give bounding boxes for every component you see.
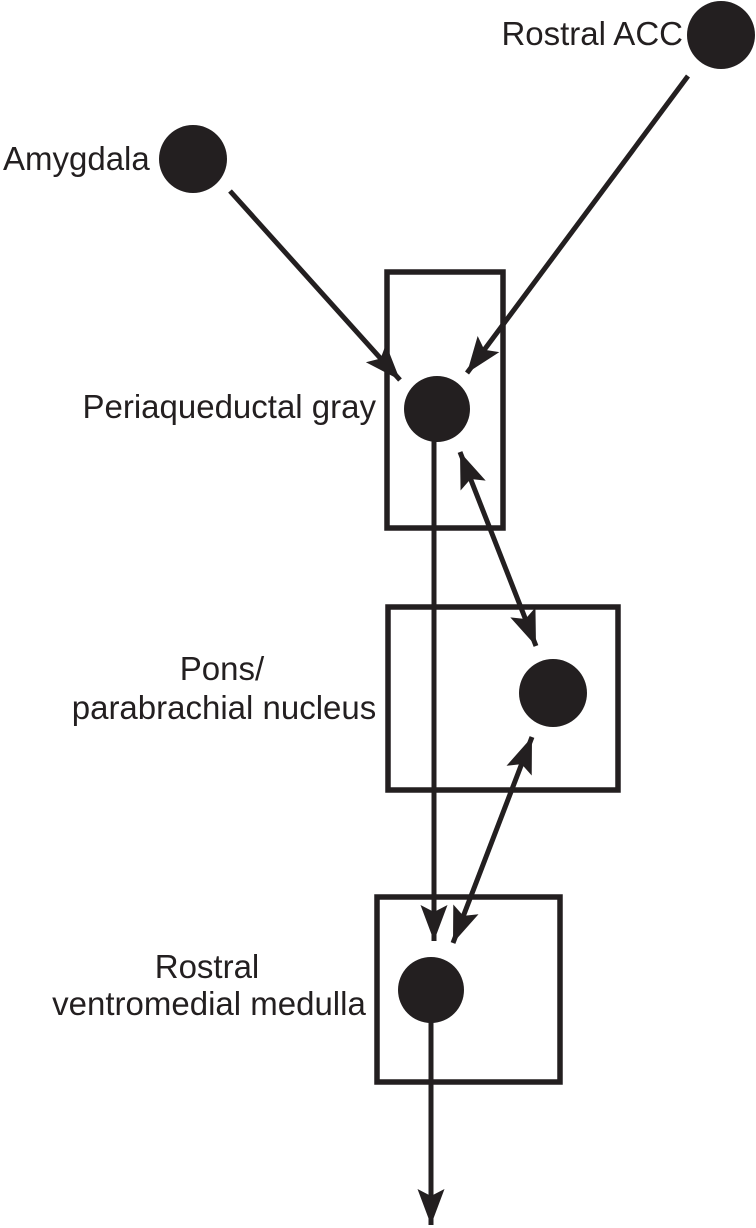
periaqueductal-gray-label: Periaqueductal gray bbox=[82, 388, 376, 425]
amygdala-node bbox=[159, 125, 227, 193]
periaqueductal-gray-node bbox=[404, 376, 470, 442]
edge-pag-pons-bidirectional-arrow bbox=[457, 451, 539, 647]
pons-label-line2: parabrachial nucleus bbox=[72, 689, 377, 726]
amygdala-label: Amygdala bbox=[3, 140, 150, 177]
rostral-acc-node bbox=[687, 1, 755, 69]
edge-amygdala-to-pag-arrow bbox=[228, 189, 402, 382]
rostral-acc-label: Rostral ACC bbox=[501, 15, 683, 52]
pons-label-line1: Pons/ bbox=[180, 650, 265, 687]
edge-pons-rvm-bidirectional-arrow bbox=[450, 736, 535, 944]
rostral-ventromedial-medulla-node bbox=[398, 957, 464, 1023]
periaqueductal-gray-box bbox=[384, 269, 506, 531]
pons-parabrachial-node bbox=[519, 659, 587, 727]
edge-rostral-acc-to-pag-arrow bbox=[464, 74, 691, 375]
rvm-label-line2: ventromedial medulla bbox=[52, 985, 366, 1022]
rvm-label-line1: Rostral bbox=[155, 948, 260, 985]
